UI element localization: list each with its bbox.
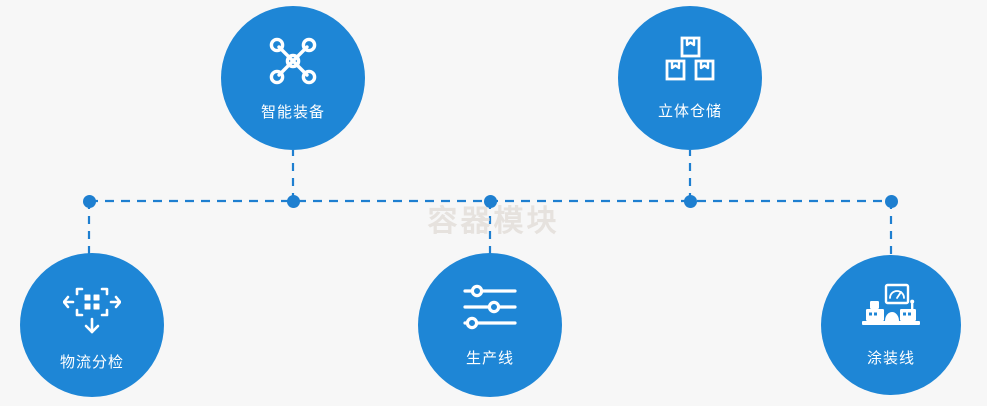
node-warehouse[interactable]: 立体仓储 xyxy=(618,6,762,150)
node-warehouse-label: 立体仓储 xyxy=(657,102,722,120)
node-logistics-label: 物流分检 xyxy=(59,353,124,371)
node-equipment-label: 智能装备 xyxy=(260,103,325,121)
node-logistics[interactable]: 物流分检 xyxy=(20,253,164,397)
sliders-icon xyxy=(461,283,519,331)
node-painting-label: 涂装线 xyxy=(866,349,915,367)
stacked-boxes-icon xyxy=(663,36,717,86)
junction-logistics xyxy=(82,194,96,208)
node-production[interactable]: 生产线 xyxy=(418,253,562,397)
junction-painting xyxy=(884,194,898,208)
network-nodes-icon xyxy=(265,35,321,87)
junction-equipment xyxy=(286,194,300,208)
junction-production xyxy=(483,194,497,208)
node-production-label: 生产线 xyxy=(465,349,514,367)
node-painting[interactable]: 涂装线 xyxy=(821,255,961,395)
watermark-text: 容器模块 xyxy=(427,205,560,238)
sorting-arrows-icon xyxy=(62,279,122,335)
junction-warehouse xyxy=(683,194,697,208)
node-equipment[interactable]: 智能装备 xyxy=(221,6,365,150)
paint-machine-icon xyxy=(860,283,922,331)
